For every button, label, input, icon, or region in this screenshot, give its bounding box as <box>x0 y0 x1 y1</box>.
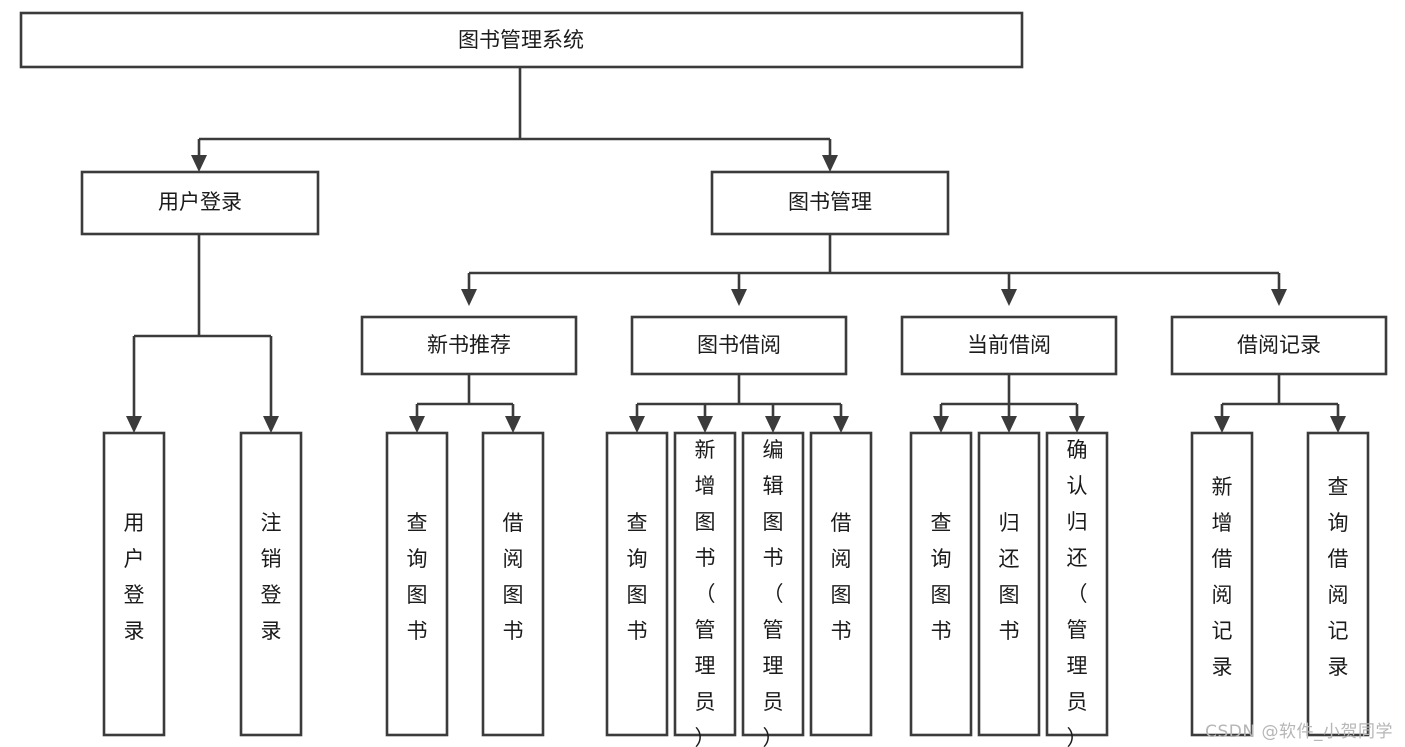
arrow-head-leaf-current-borrow-1 <box>1001 416 1017 433</box>
node-current-borrow-box[interactable] <box>900 315 1118 376</box>
leaf-label-borrow-record-0: 新增借阅记录 <box>1212 475 1233 679</box>
node-leaf[interactable]: 归还图书 <box>977 431 1041 737</box>
leaf-box-borrow-record-1[interactable] <box>1306 431 1370 737</box>
arrow-head-leaf-current-borrow-0 <box>933 416 949 433</box>
leaf-label-book-borrow-3: 借阅图书 <box>831 511 852 643</box>
node-book-manage-label: 图书管理 <box>788 190 872 214</box>
arrow-head-leaf-borrow-record-1 <box>1330 416 1346 433</box>
node-leaf[interactable]: 用户登录 <box>102 431 166 737</box>
node-leaf[interactable]: 借阅图书 <box>481 431 545 737</box>
node-leaf[interactable]: 借阅图书 <box>809 431 873 737</box>
leaf-label-book-borrow-1: 新增图书（管理员） <box>695 438 716 747</box>
leaf-box-book-borrow-0[interactable] <box>605 431 669 737</box>
node-borrow-record[interactable]: 借阅记录 <box>1170 315 1388 376</box>
leaf-box-new-book-1[interactable] <box>481 431 545 737</box>
leaf-box-current-borrow-2[interactable] <box>1045 431 1109 737</box>
connector-layer <box>126 67 1346 433</box>
leaf-label-current-borrow-0: 查询图书 <box>931 511 952 643</box>
leaf-label-book-borrow-2: 编辑图书（管理员） <box>763 438 784 747</box>
arrow-head-leaf-user-login-0 <box>126 416 142 433</box>
leaf-label-borrow-record-1: 查询借阅记录 <box>1328 475 1349 679</box>
node-borrow-record-box[interactable] <box>1170 315 1388 376</box>
node-new-book-recommend-box[interactable] <box>360 315 578 376</box>
leaf-box-book-borrow-2[interactable] <box>741 431 805 737</box>
leaf-box-user-login-0[interactable] <box>102 431 166 737</box>
node-leaf[interactable]: 确认归还（管理员） <box>1045 431 1109 747</box>
node-user-login-box[interactable] <box>80 170 320 236</box>
node-book-manage[interactable]: 图书管理 <box>710 170 950 236</box>
leaf-label-current-borrow-2: 确认归还（管理员） <box>1067 438 1088 747</box>
arrow-head-book-manage <box>822 155 838 172</box>
leaf-label-new-book-1: 借阅图书 <box>503 511 524 643</box>
arrow-head-leaf-book-borrow-2 <box>765 416 781 433</box>
arrow-head-leaf-borrow-record-0 <box>1214 416 1230 433</box>
arrow-head-user-login <box>191 155 207 172</box>
arrow-head-leaf-book-borrow-1 <box>697 416 713 433</box>
arrow-head-new-book <box>461 289 477 306</box>
leaf-label-new-book-0: 查询图书 <box>407 511 428 643</box>
node-new-book-recommend-label: 新书推荐 <box>427 333 511 357</box>
arrow-head-leaf-book-borrow-0 <box>629 416 645 433</box>
arrow-head-book-borrow <box>731 289 747 306</box>
node-root-box[interactable] <box>19 11 1024 69</box>
node-leaf[interactable]: 编辑图书（管理员） <box>741 431 805 747</box>
node-book-manage-box[interactable] <box>710 170 950 236</box>
leaf-box-borrow-record-0[interactable] <box>1190 431 1254 737</box>
leaf-box-book-borrow-3[interactable] <box>809 431 873 737</box>
arrow-head-leaf-book-borrow-3 <box>833 416 849 433</box>
node-leaf[interactable]: 查询借阅记录 <box>1306 431 1370 737</box>
node-new-book-recommend[interactable]: 新书推荐 <box>360 315 578 376</box>
node-leaf[interactable]: 新增借阅记录 <box>1190 431 1254 737</box>
node-current-borrow[interactable]: 当前借阅 <box>900 315 1118 376</box>
arrow-head-leaf-user-login-1 <box>263 416 279 433</box>
arrow-head-borrow-record <box>1271 289 1287 306</box>
arrow-head-leaf-current-borrow-2 <box>1069 416 1085 433</box>
leaf-box-book-borrow-1[interactable] <box>673 431 737 737</box>
node-borrow-record-label: 借阅记录 <box>1237 333 1321 357</box>
node-root[interactable]: 图书管理系统 <box>19 11 1024 69</box>
node-current-borrow-label: 当前借阅 <box>967 333 1051 357</box>
arrow-head-current-borrow <box>1001 289 1017 306</box>
node-leaf[interactable]: 查询图书 <box>605 431 669 737</box>
leaf-label-current-borrow-1: 归还图书 <box>999 511 1020 643</box>
node-book-borrow-label: 图书借阅 <box>697 333 781 357</box>
leaf-box-current-borrow-1[interactable] <box>977 431 1041 737</box>
node-leaf[interactable]: 查询图书 <box>909 431 973 737</box>
node-book-borrow-box[interactable] <box>630 315 848 376</box>
node-user-login-label: 用户登录 <box>158 190 242 214</box>
node-leaf[interactable]: 查询图书 <box>385 431 449 737</box>
watermark-label: CSDN @软件_小贺同学 <box>1205 722 1393 742</box>
leaf-box-new-book-0[interactable] <box>385 431 449 737</box>
node-user-login[interactable]: 用户登录 <box>80 170 320 236</box>
node-leaf[interactable]: 新增图书（管理员） <box>673 431 737 747</box>
node-leaf[interactable]: 注销登录 <box>239 431 303 737</box>
leaf-label-user-login-1: 注销登录 <box>261 511 282 643</box>
leaf-box-current-borrow-0[interactable] <box>909 431 973 737</box>
leaf-label-user-login-0: 用户登录 <box>124 511 145 643</box>
arrow-head-leaf-new-book-1 <box>505 416 521 433</box>
node-root-label: 图书管理系统 <box>458 28 584 52</box>
leaf-label-book-borrow-0: 查询图书 <box>627 511 648 643</box>
arrow-head-leaf-new-book-0 <box>409 416 425 433</box>
node-book-borrow[interactable]: 图书借阅 <box>630 315 848 376</box>
leaf-box-user-login-1[interactable] <box>239 431 303 737</box>
